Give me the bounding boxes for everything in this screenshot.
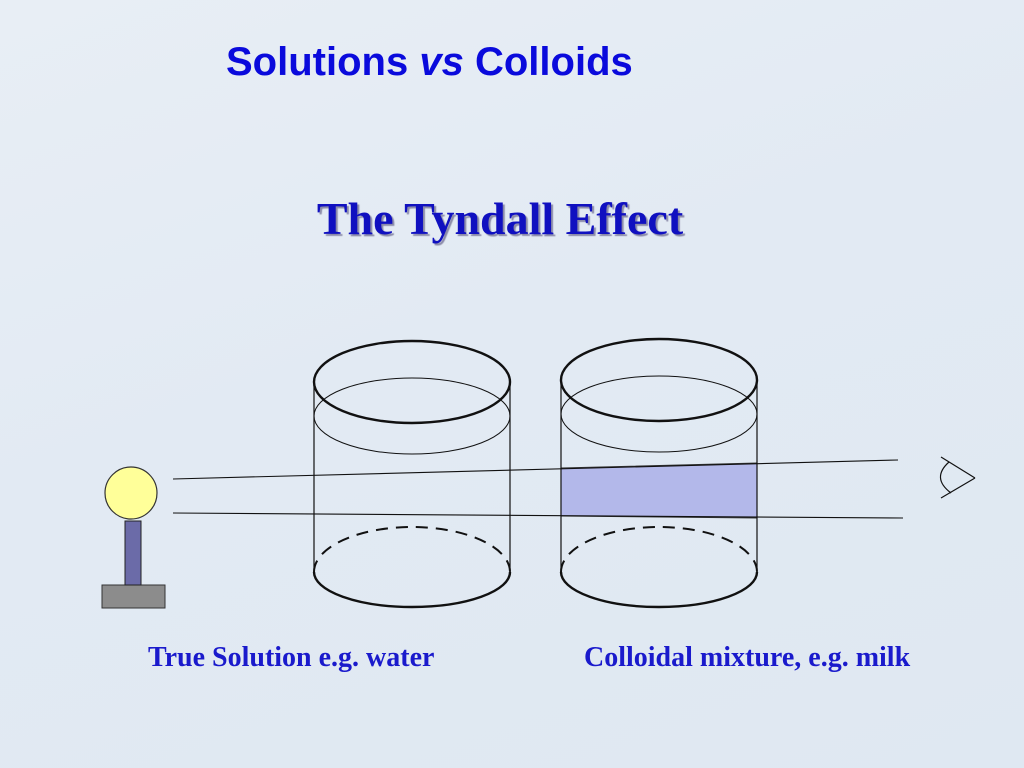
solution-beaker-bottom-front [312, 571, 512, 609]
lamp-bulb [104, 466, 158, 520]
solution-beaker-rim [312, 339, 512, 425]
colloid-beaker [559, 337, 759, 609]
title-solutions: Solutions [226, 40, 409, 84]
solution-beaker [312, 339, 512, 609]
title-colloids: Colloids [474, 40, 633, 84]
tyndall-effect-heading: The Tyndall Effect [316, 193, 684, 244]
slide-title: Solutions vs Colloids [226, 40, 633, 85]
title-vs: vs [419, 40, 464, 84]
colloid-beaker-bottom-front [559, 571, 759, 609]
light-beam [172, 459, 904, 519]
colloid-liquid-surface [560, 375, 758, 453]
solution-liquid-surface [313, 377, 511, 455]
lamp-stand [124, 520, 142, 586]
eye-icon [939, 456, 976, 499]
lamp-base [101, 584, 166, 609]
scattered-light-region [560, 462, 758, 519]
colloid-beaker-bottom-back [560, 526, 758, 573]
caption-true-solution: True Solution e.g. water [148, 642, 435, 673]
light-beam-upper [172, 459, 899, 480]
lamp-icon [101, 466, 166, 609]
solution-beaker-bottom-back [313, 526, 511, 573]
caption-colloidal-mixture: Colloidal mixture, e.g. milk [584, 642, 911, 673]
colloid-beaker-rim [559, 337, 759, 423]
light-beam-lower [172, 512, 904, 519]
